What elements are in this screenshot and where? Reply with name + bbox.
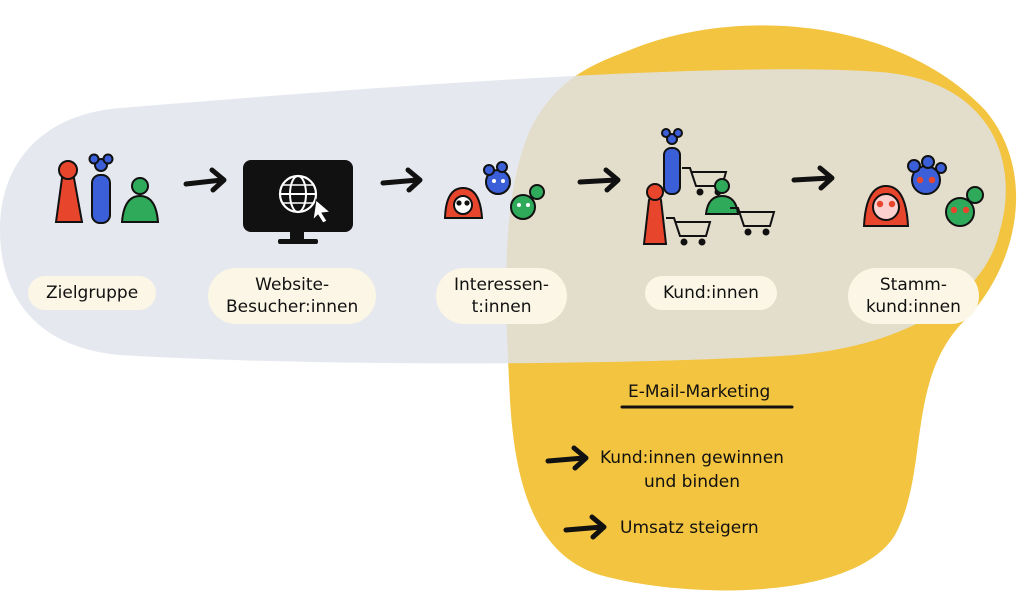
label-line: Kund:innen: [663, 283, 759, 303]
stage-label-interessenten: Interessen- t:innen: [436, 268, 568, 324]
benefit-item-2: Umsatz steigern: [620, 516, 759, 540]
arrow-icon: [791, 165, 835, 191]
label-line: Interessen-: [454, 275, 550, 295]
label-line: Zielgruppe: [46, 283, 139, 303]
label-line: Besucher:innen: [226, 297, 359, 317]
arrow-icon: [563, 514, 607, 540]
benefit-line: und binden: [643, 472, 740, 492]
label-line: Stamm-: [879, 275, 948, 295]
faces-icon: [443, 161, 545, 220]
benefit-line: Umsatz steigern: [620, 518, 759, 538]
heart-eyes-faces-icon: [862, 155, 984, 227]
arrow-icon: [577, 167, 621, 193]
monitor-globe-icon: [243, 160, 353, 244]
shopping-carts-icon: [642, 128, 776, 246]
label-line: Website-: [255, 275, 330, 295]
arrow-icon: [183, 167, 227, 193]
stage-label-kunden: Kund:innen: [645, 276, 777, 310]
stage-label-besucher: Website- Besucher:innen: [208, 268, 377, 324]
email-marketing-title: E-Mail-Marketing: [628, 382, 771, 402]
people-group-icon: [54, 153, 160, 224]
label-line: t:innen: [471, 297, 532, 317]
stage-label-stammkunden: Stamm- kund:innen: [848, 268, 979, 324]
benefit-line: Kund:innen gewinnen: [600, 448, 784, 468]
arrow-icon: [545, 445, 589, 471]
benefit-item-1: Kund:innen gewinnen und binden: [600, 446, 784, 494]
stage-label-zielgruppe: Zielgruppe: [28, 276, 157, 310]
label-line: kund:innen: [866, 297, 961, 317]
arrow-icon: [380, 167, 423, 193]
